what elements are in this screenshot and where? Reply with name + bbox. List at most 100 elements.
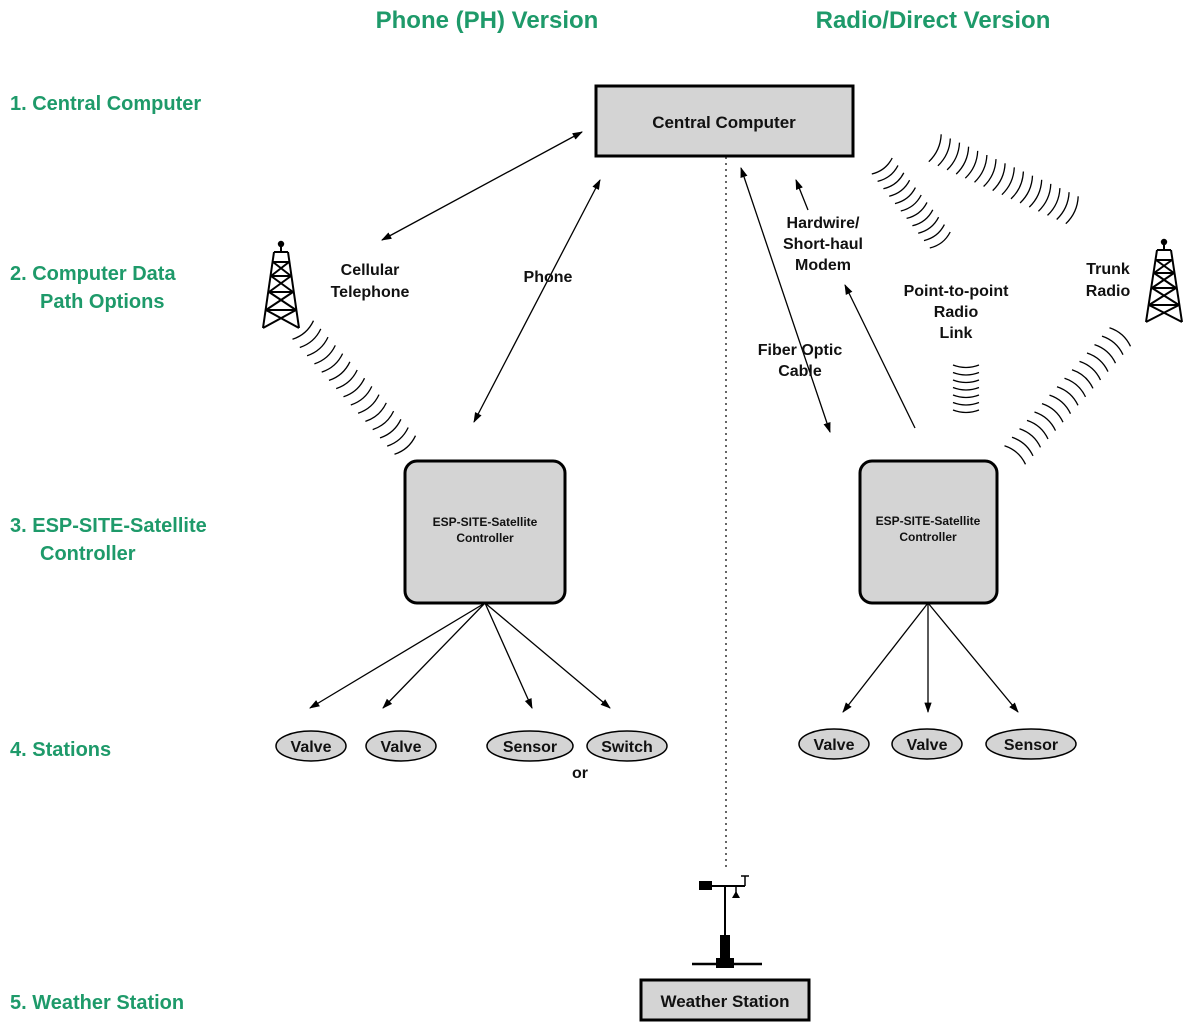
wave-arc [929, 231, 951, 249]
row-label-data-path-1: 2. Computer Data [10, 263, 176, 285]
row-label-stations: 4. Stations [10, 739, 111, 761]
label-fiber-optic: Fiber Optic Cable [758, 342, 843, 380]
arrow-phone [473, 179, 601, 423]
wave-arc [877, 165, 899, 183]
wave-arc [974, 154, 988, 183]
wave-arc [1019, 175, 1034, 204]
radio-waves-p2p-bottom-icon [952, 364, 980, 414]
wave-arc [952, 364, 980, 369]
controller-left-label-2: Controller [456, 531, 514, 545]
wave-arc [906, 202, 928, 220]
wave-arc [1019, 428, 1042, 448]
wave-arc [1041, 402, 1064, 423]
wave-arc [1047, 188, 1061, 216]
wave-arc [306, 336, 329, 357]
wave-arc [952, 379, 980, 384]
wave-arc [992, 163, 1006, 192]
wave-arc [912, 209, 934, 227]
row-label-central-computer: 1. Central Computer [10, 93, 201, 115]
arrow-cellular [381, 131, 583, 241]
wave-arc [1037, 183, 1052, 212]
wave-arc [923, 224, 945, 242]
arrow-left-valve-1 [309, 602, 486, 709]
heading-radio-version: Radio/Direct Version [816, 7, 1051, 34]
wave-arc [1011, 436, 1034, 457]
or-label: or [572, 765, 588, 782]
wave-arc [952, 394, 980, 399]
row-label-data-path-2: Path Options [40, 291, 164, 313]
arrow-hardwire-upper [795, 179, 809, 211]
wave-arc [328, 361, 351, 382]
label-cellular-1: Cellular [341, 262, 400, 279]
wave-arc [365, 402, 387, 423]
wave-arc [386, 427, 409, 447]
radio-waves-trunk-icon [1004, 327, 1132, 465]
wave-arc [1086, 352, 1109, 372]
central-computer-node: Central Computer [594, 84, 855, 158]
station-left-switch: Switch [586, 730, 668, 762]
label-cellular-telephone: Cellular Telephone [331, 262, 410, 301]
wave-arc [350, 386, 373, 406]
row-label-controller-1: 3. ESP-SITE-Satellite [10, 515, 207, 537]
station-label: Valve [907, 737, 948, 754]
wave-arc [394, 435, 417, 455]
controller-left: ESP-SITE-Satellite Controller [403, 459, 567, 605]
row-label-controller-2: Controller [40, 543, 136, 565]
radio-waves-p2p-mid-icon [871, 157, 951, 249]
label-p2p-2: Radio [934, 304, 979, 321]
station-label: Valve [814, 737, 855, 754]
wave-arc [937, 138, 951, 167]
radio-tower-right-icon [1145, 238, 1183, 323]
arrow-left-valve-2 [382, 602, 486, 709]
station-label: Valve [381, 739, 422, 756]
wave-arc [1028, 179, 1043, 208]
label-cellular-2: Telephone [331, 284, 410, 301]
wave-arc [372, 410, 395, 431]
arrow-right-sensor [927, 602, 1019, 713]
station-right-valve-2: Valve [891, 728, 963, 760]
arrow-fiber-optic [740, 167, 831, 433]
label-phone: Phone [524, 269, 573, 286]
label-hardwire-2: Short-haul [783, 236, 863, 253]
wave-arc [1064, 377, 1087, 398]
label-p2p-1: Point-to-point [904, 283, 1010, 300]
arrow-left-sensor [484, 602, 533, 709]
label-fiber-1: Fiber Optic [758, 342, 843, 359]
wave-arc [299, 328, 322, 349]
label-point-to-point: Point-to-point Radio Link [904, 283, 1010, 342]
controller-left-label-1: ESP-SITE-Satellite [433, 515, 538, 529]
wave-arc [964, 150, 979, 179]
wave-arc [379, 419, 402, 439]
weather-station-node: Weather Station [639, 978, 811, 1022]
wave-arc [983, 159, 997, 187]
controller-right-label-1: ESP-SITE-Satellite [876, 514, 981, 528]
radio-waves-left-icon [292, 320, 417, 455]
label-hardwire-1: Hardwire/ [787, 215, 860, 232]
wave-arc [1065, 196, 1079, 225]
arrow-hardwire-lower [844, 284, 916, 429]
station-label: Sensor [1004, 737, 1058, 754]
wave-arc [894, 187, 916, 205]
wave-arc [883, 172, 905, 190]
wave-arc [952, 386, 980, 391]
wave-arc [357, 394, 380, 414]
station-label: Valve [291, 739, 332, 756]
wave-arc [918, 216, 940, 234]
row-label-weather-station: 5. Weather Station [10, 992, 184, 1014]
station-left-valve-1: Valve [275, 730, 347, 762]
label-hardwire: Hardwire/ Short-haul Modem [783, 215, 863, 274]
wave-arc [314, 345, 336, 365]
label-p2p-3: Link [940, 325, 973, 342]
wave-arc [946, 142, 961, 171]
wave-arc [871, 157, 893, 175]
wave-arc [335, 369, 358, 390]
station-label: Switch [601, 739, 653, 756]
arrow-right-valve-1 [842, 602, 929, 713]
wave-arc [343, 377, 366, 398]
label-trunk-1: Trunk [1086, 261, 1130, 278]
wave-arc [952, 401, 980, 406]
station-label: Sensor [503, 739, 557, 756]
arrow-left-switch [484, 602, 611, 709]
